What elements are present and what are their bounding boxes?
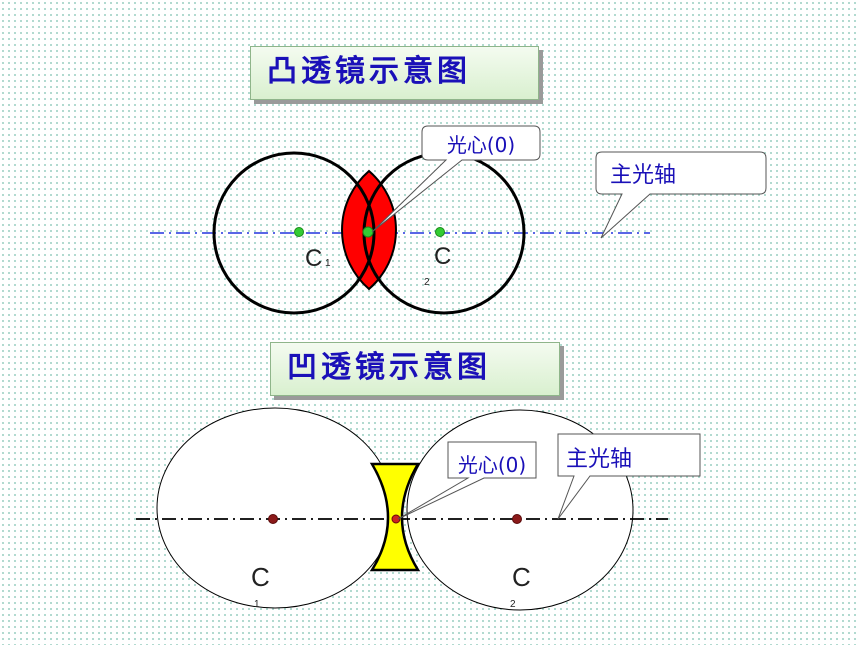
- convex-axis-label: 主光轴: [610, 163, 676, 188]
- convex-c2-letter: C: [434, 243, 451, 270]
- convex-circle-c1: [212, 151, 376, 315]
- concave-optical-center-label: 光心(0): [458, 453, 526, 477]
- convex-c2-sub: 2: [424, 277, 430, 288]
- concave-point-c2: [512, 514, 522, 524]
- concave-c2-letter: C: [512, 562, 531, 592]
- convex-c1-sub: 1: [325, 258, 331, 269]
- concave-c1-sub: 1: [254, 599, 260, 610]
- convex-point-c1: [294, 227, 304, 237]
- concave-axis-callout: 主光轴: [557, 433, 701, 520]
- concave-optical-center-point: [391, 514, 401, 524]
- convex-lens-title: 凸透镜示意图: [250, 46, 539, 100]
- concave-c1-letter: C: [251, 562, 270, 592]
- convex-c1-letter: C: [305, 245, 322, 272]
- concave-lens-title: 凹透镜示意图: [270, 342, 560, 396]
- convex-optical-center-callout: 光心(0): [371, 125, 541, 233]
- convex-axis-callout: 主光轴: [595, 151, 767, 239]
- convex-optical-center-point: [362, 226, 374, 238]
- convex-optical-center-label: 光心(0): [447, 133, 515, 157]
- concave-lens-diagram: C 1 C 2 光心(0) 主光轴: [136, 407, 701, 611]
- convex-point-c2: [435, 227, 445, 237]
- convex-lens-diagram: C 1 C 2 光心(0) 主光轴: [150, 125, 767, 315]
- concave-ellipse-c1: [156, 407, 394, 609]
- concave-optical-center-callout: 光心(0): [397, 441, 537, 520]
- concave-point-c1: [268, 514, 278, 524]
- concave-axis-label: 主光轴: [566, 447, 632, 472]
- concave-c2-sub: 2: [510, 599, 516, 610]
